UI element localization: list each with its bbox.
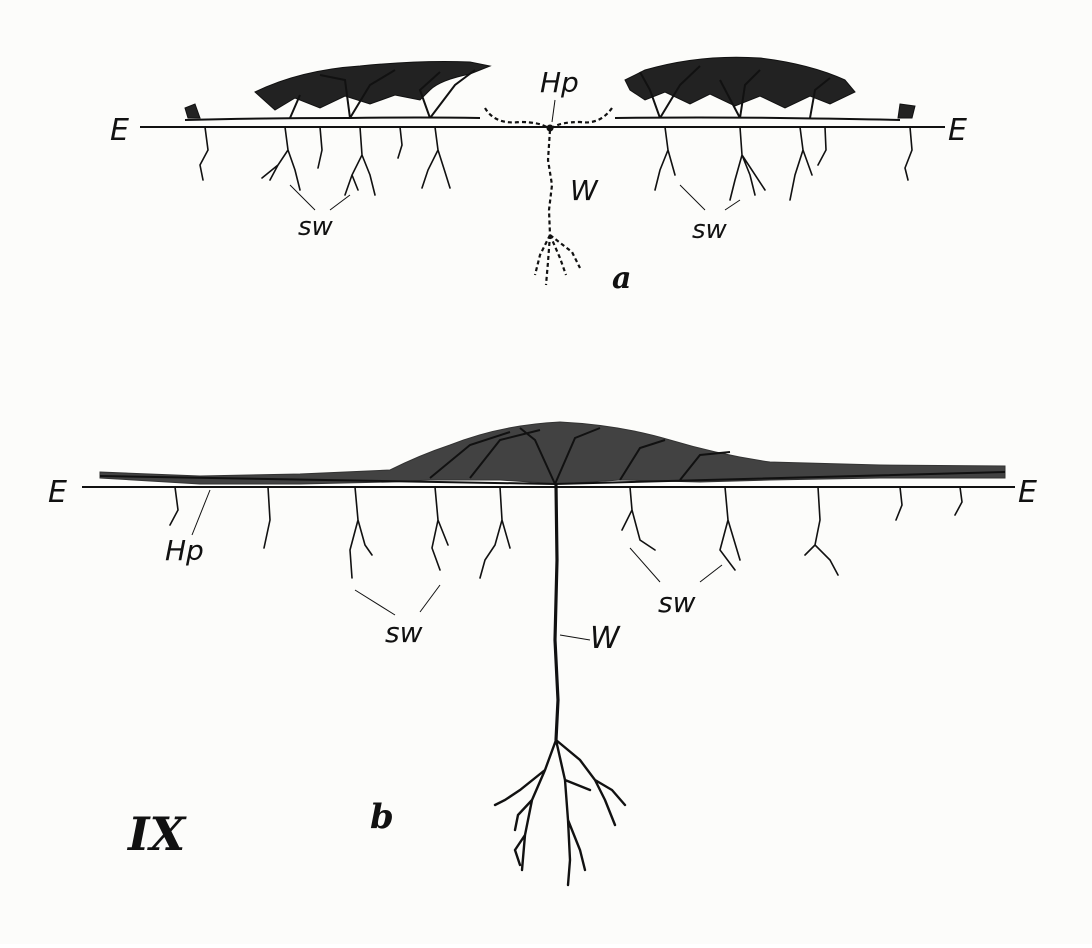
panel-b-main-root-label: W: [590, 621, 621, 656]
panel-a-side-roots-right: [654, 126, 913, 201]
panel-a-label: a: [612, 261, 631, 296]
panel-a-side-roots-left: [199, 126, 451, 196]
panel-a-ground-label-right: E: [948, 113, 967, 148]
panel-a-ground-label-left: E: [110, 113, 129, 148]
panel-b-side-roots-right: [621, 486, 963, 576]
panel-b-side-roots-left: [169, 486, 511, 579]
panel-b-canopy: [99, 421, 1006, 486]
panel-b: E E Hp W sw sw b: [48, 421, 1037, 887]
panel-b-ground-label-right: E: [1018, 475, 1037, 510]
panel-b-main-root: [493, 483, 627, 887]
panel-a-hypocotyl-label: Hp: [540, 66, 579, 99]
panel-a-right-canopy: [614, 56, 916, 121]
panel-b-hypocotyl-label: Hp: [165, 534, 204, 567]
plate-number: IX: [126, 807, 188, 861]
panel-b-label: b: [370, 797, 394, 837]
panel-b-side-roots-label-left: sw: [385, 616, 423, 649]
panel-a-left-canopy: [184, 61, 492, 121]
panel-a: E E Hp W sw sw a: [110, 56, 967, 296]
panel-a-side-roots-label-right: sw: [692, 215, 728, 245]
panel-a-leaders: [289, 99, 741, 211]
panel-b-ground-label-left: E: [48, 475, 67, 510]
panel-a-main-root-label: W: [570, 174, 599, 207]
panel-a-hypocotyl: [484, 107, 613, 132]
panel-a-side-roots-label-left: sw: [298, 212, 334, 242]
panel-a-main-root: [533, 129, 581, 286]
panel-b-side-roots-label-right: sw: [658, 586, 696, 619]
panel-b-leaders: [191, 489, 723, 641]
